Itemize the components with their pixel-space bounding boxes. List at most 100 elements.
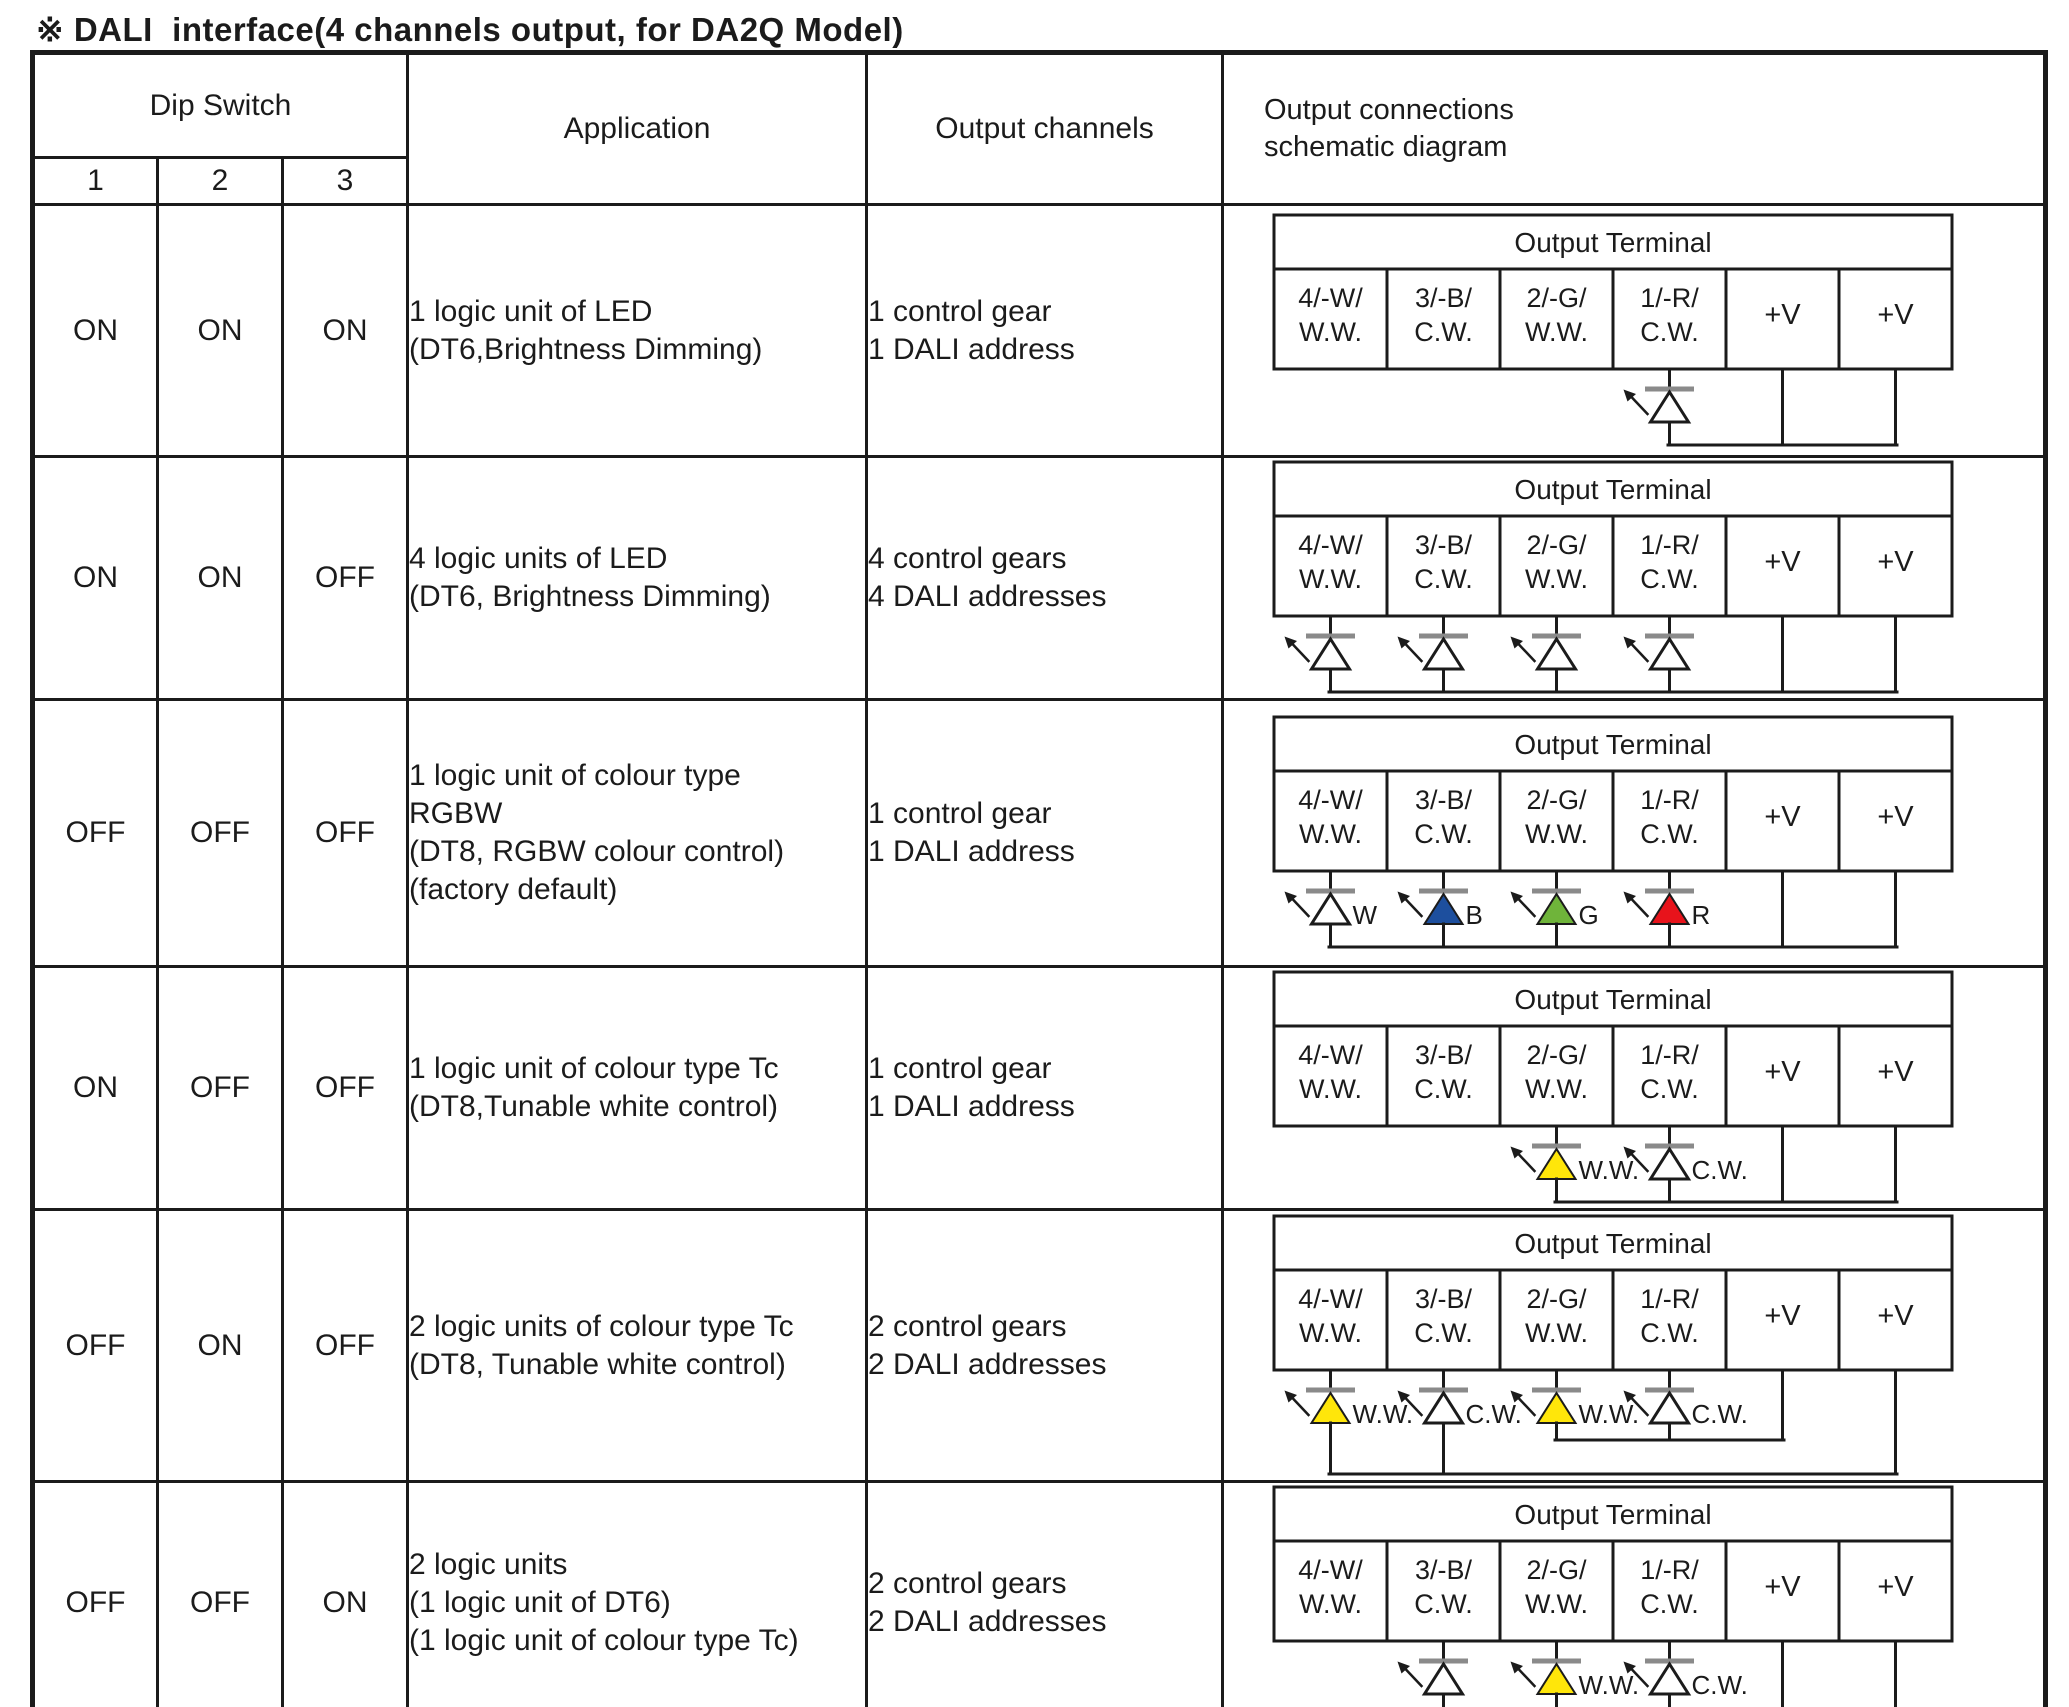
output-channels-line: 1 DALI address — [868, 332, 1075, 366]
led-icon: W — [1284, 869, 1378, 930]
emission-arrow-shaft — [1290, 642, 1311, 663]
terminal-cell-label: 4/-W/ — [1298, 785, 1363, 815]
led-triangle — [1647, 388, 1692, 423]
emission-arrow-icon — [1623, 1146, 1636, 1159]
dip-switch-value: ON — [31, 203, 159, 458]
terminal-cell-label: W.W. — [1525, 1074, 1588, 1104]
dip-switch-value: ON — [156, 455, 284, 701]
terminal-cell-label: +V — [1764, 299, 1801, 331]
dip-switch-value: ON — [156, 1208, 284, 1483]
led-triangle — [1648, 892, 1691, 925]
terminal-cell-label: W.W. — [1525, 317, 1588, 347]
terminal-cell-label: C.W. — [1640, 1318, 1699, 1348]
application-line: (factory default) — [409, 873, 618, 906]
emission-arrow-shaft — [1629, 897, 1650, 918]
output-channels-line: 4 control gears — [868, 542, 1067, 575]
emission-arrow-shaft — [1629, 642, 1650, 663]
diagram-cell: Output Terminal 4/-W/W.W. 3/-B/C.W. 2/-G/W.… — [1221, 455, 2047, 701]
output-channels-line: 2 control gears — [868, 1309, 1067, 1343]
terminal-cell-label: 3/-B/ — [1415, 283, 1473, 313]
terminal-cell-label: W.W. — [1299, 564, 1362, 594]
terminal-cell-label: 1/-R/ — [1640, 1555, 1699, 1585]
emission-arrow-shaft — [1290, 897, 1311, 918]
table-row: OFF OFF ON 2 logic units(1 logic unit of… — [31, 1480, 2047, 1707]
terminal-cell-label: 2/-G/ — [1526, 530, 1587, 560]
terminal-cell-label: W.W. — [1299, 819, 1362, 849]
output-terminal-title: Output Terminal — [1514, 474, 1711, 505]
emission-arrow-icon — [1397, 1390, 1410, 1402]
dip-switch-value: OFF — [156, 1480, 284, 1707]
terminal-cell-label: C.W. — [1640, 1589, 1699, 1619]
led-triangle — [1535, 1390, 1578, 1424]
output-terminal-title: Output Terminal — [1514, 227, 1711, 258]
terminal-cell-label: 3/-B/ — [1415, 785, 1473, 815]
emission-arrow-shaft — [1403, 1395, 1424, 1417]
terminal-cell-label: C.W. — [1414, 564, 1473, 594]
application-cell: 4 logic units of LED(DT6, Brightness Dim… — [406, 455, 868, 701]
emission-arrow-icon — [1510, 1661, 1523, 1674]
application-line: 1 logic unit of colour type — [409, 759, 741, 792]
terminal-cell-label: C.W. — [1414, 317, 1473, 347]
application-line: (DT8,Tunable white control) — [409, 1090, 779, 1123]
emission-arrow-shaft — [1516, 1667, 1537, 1688]
application-line: 2 logic units of colour type Tc — [409, 1309, 794, 1343]
terminal-cell-label: W.W. — [1525, 1589, 1588, 1619]
emission-arrow-shaft — [1629, 1667, 1650, 1688]
emission-arrow-shaft — [1516, 1152, 1537, 1173]
emission-arrow-icon — [1397, 891, 1410, 904]
dali-config-table: Dip Switch Application Output channels O… — [30, 50, 2048, 1707]
terminal-cell-label: W.W. — [1299, 1074, 1362, 1104]
terminal-cell-label: +V — [1877, 801, 1914, 833]
emission-arrow-shaft — [1516, 642, 1537, 663]
table-header: Dip Switch Application Output channels O… — [31, 51, 2047, 206]
application-line: 2 logic units — [409, 1548, 568, 1581]
header-application: Application — [406, 51, 868, 206]
led-icon — [1623, 614, 1694, 671]
output-terminal-title: Output Terminal — [1514, 1228, 1711, 1259]
terminal-cell-label: +V — [1877, 1300, 1914, 1332]
application-cell: 1 logic unit of LED(DT6,Brightness Dimmi… — [406, 203, 868, 458]
emission-arrow-icon — [1397, 1661, 1410, 1674]
led-triangle — [1535, 892, 1578, 925]
led-triangle — [1647, 1661, 1692, 1696]
dip-switch-value: OFF — [31, 698, 159, 968]
header-dip-switch: Dip Switch — [31, 51, 409, 159]
led-triangle — [1421, 636, 1466, 671]
terminal-cell-label: W.W. — [1525, 564, 1588, 594]
terminal-cell-label: 3/-B/ — [1415, 530, 1473, 560]
output-channels-line: 2 DALI addresses — [868, 1347, 1107, 1381]
terminal-cell-label: +V — [1877, 1056, 1914, 1088]
led-icon: R — [1623, 869, 1710, 930]
terminal-cell-label: +V — [1877, 299, 1914, 331]
output-connections-diagram: Output Terminal4/-W/W.W.3/-B/C.W.2/-G/W.… — [1272, 1485, 1954, 1707]
output-connections-diagram: Output Terminal4/-W/W.W.3/-B/C.W.2/-G/W.… — [1272, 1214, 1954, 1475]
emission-arrow-shaft — [1629, 1152, 1650, 1173]
terminal-cell-label: 4/-W/ — [1298, 1284, 1363, 1314]
terminal-cell-label: 1/-R/ — [1640, 1040, 1699, 1070]
terminal-cell-label: 3/-B/ — [1415, 1040, 1473, 1070]
terminal-cell-label: W.W. — [1299, 317, 1362, 347]
led-icon — [1284, 614, 1355, 671]
dip-switch-value: OFF — [281, 455, 409, 701]
header-dip-1: 1 — [31, 156, 159, 206]
dip-switch-value: OFF — [281, 965, 409, 1211]
header-output-connections-line1: Output connections — [1264, 94, 1514, 126]
emission-arrow-shaft — [1403, 1667, 1424, 1688]
emission-arrow-icon — [1510, 891, 1523, 904]
led-triangle — [1647, 1389, 1692, 1424]
table-row: ON ON OFF 4 logic units of LED(DT6, Brig… — [31, 455, 2047, 701]
application-line: (DT6,Brightness Dimming) — [409, 332, 763, 366]
emission-arrow-shaft — [1290, 1395, 1311, 1417]
output-channels-line: 2 control gears — [868, 1567, 1067, 1600]
led-icon: C.W. — [1623, 1368, 1748, 1429]
terminal-cell-label: 1/-R/ — [1640, 530, 1699, 560]
terminal-cell-label: 4/-W/ — [1298, 283, 1363, 313]
emission-arrow-shaft — [1516, 1395, 1537, 1417]
terminal-cell-label: 4/-W/ — [1298, 530, 1363, 560]
led-label: W.W. — [1579, 1155, 1640, 1185]
